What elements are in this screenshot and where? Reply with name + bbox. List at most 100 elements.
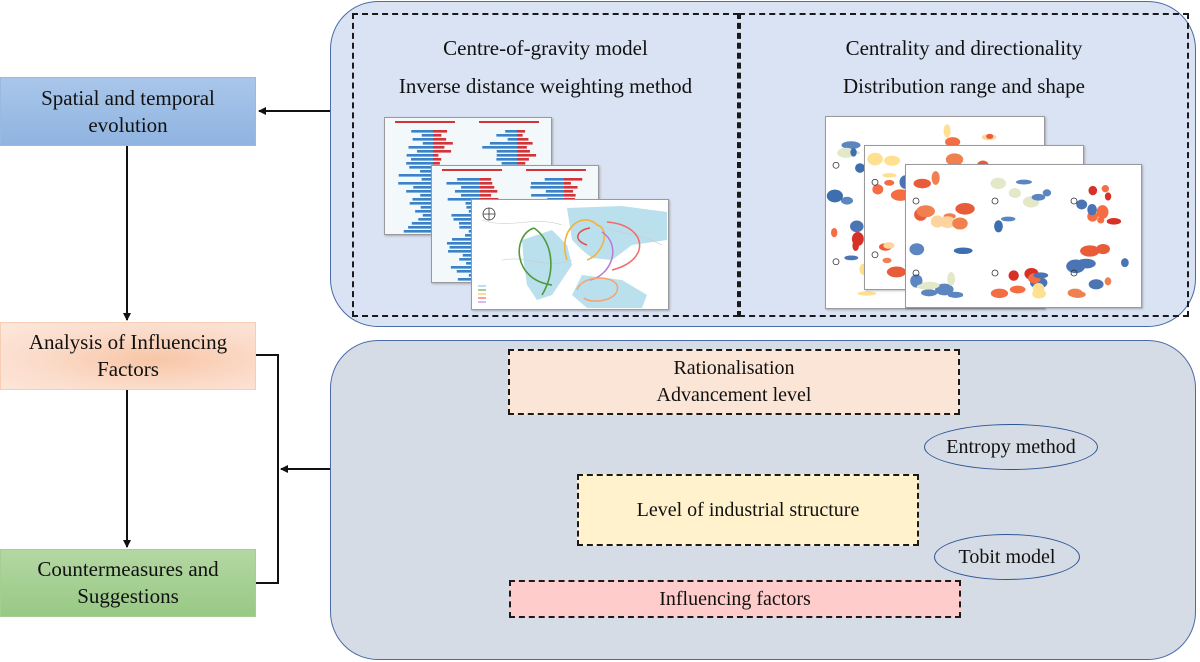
bar-blue <box>398 174 433 177</box>
bar-blue <box>418 218 433 221</box>
map-region <box>947 291 964 298</box>
map-region <box>883 242 895 249</box>
map-region <box>1101 185 1110 193</box>
bar-blue <box>408 146 433 149</box>
compass-icon <box>832 161 840 169</box>
bar-blue <box>447 198 480 201</box>
map-region <box>1121 258 1129 268</box>
map-region <box>855 163 865 173</box>
migration-path <box>518 227 553 286</box>
map-region <box>841 141 861 150</box>
process-level-industrial-structure: Level of industrial structure <box>577 474 919 546</box>
map-region <box>939 216 956 228</box>
stage-spatial-temporal-evolution: Spatial and temporal evolution <box>0 77 256 146</box>
map-region <box>994 220 1003 233</box>
migration-map-thumbnail <box>471 199 669 310</box>
bar-red <box>433 154 439 157</box>
bar-red <box>564 186 578 189</box>
migration-map-graphic <box>472 200 668 309</box>
migration-path <box>533 227 552 296</box>
bar-red <box>564 178 583 181</box>
bar-red <box>433 158 442 161</box>
method-tobit: Tobit model <box>934 534 1080 580</box>
map-region <box>935 283 954 296</box>
bar-red <box>517 158 529 161</box>
bar-blue <box>482 146 517 149</box>
bar-blue <box>411 158 433 161</box>
map-region <box>1015 179 1032 185</box>
map-region <box>952 217 968 230</box>
stage-label: Spatial and temporal evolution <box>41 85 215 137</box>
migration-path <box>606 221 641 271</box>
bar-blue <box>420 194 433 197</box>
bar-blue <box>456 270 480 273</box>
migration-path <box>564 219 598 261</box>
map-region <box>1000 216 1016 222</box>
bar-red <box>480 178 492 181</box>
map-region <box>831 227 838 238</box>
bar-red <box>517 138 529 141</box>
bar-blue <box>496 154 517 157</box>
compass-icon <box>1070 197 1078 205</box>
map-region <box>947 271 956 286</box>
bar-red <box>517 130 526 133</box>
bar-red <box>564 190 574 193</box>
method-entropy: Entropy method <box>924 424 1098 470</box>
compass-icon <box>912 197 920 205</box>
bar-blue <box>459 258 480 261</box>
map-region <box>1096 205 1109 219</box>
bar-blue <box>448 250 480 253</box>
bar-red <box>480 182 493 185</box>
bar-blue <box>412 198 433 201</box>
group-title-line2: Distribution range and shape <box>842 74 1086 98</box>
bar-blue <box>409 202 433 205</box>
map-region <box>1009 285 1026 294</box>
bar-blue <box>501 162 517 165</box>
map-region <box>884 179 895 186</box>
map-region <box>1031 193 1046 201</box>
bar-blue <box>420 170 433 173</box>
bar-blue <box>413 186 433 189</box>
bar-blue <box>505 130 517 133</box>
bar-blue <box>461 194 480 197</box>
bar-blue <box>452 238 480 241</box>
map-region <box>1076 199 1088 210</box>
bar-blue <box>408 226 433 229</box>
bar-blue <box>422 142 433 145</box>
bar-blue <box>409 166 433 169</box>
group-title-line1: Centrality and directionality <box>845 36 1083 60</box>
map-region <box>826 189 843 203</box>
bar-blue <box>406 154 433 157</box>
map-region <box>1104 192 1112 201</box>
map-region <box>872 184 884 195</box>
map-region <box>840 196 854 205</box>
map-region <box>1087 203 1097 216</box>
process-label: Influencing factors <box>659 587 811 610</box>
map-region <box>882 173 897 178</box>
bar-blue <box>461 186 480 189</box>
bar-blue <box>496 134 517 137</box>
map-region <box>955 203 975 215</box>
compass-icon <box>871 178 879 186</box>
bar-blue <box>411 130 433 133</box>
map-region <box>1106 217 1122 225</box>
bar-blue <box>406 190 433 193</box>
bar-blue <box>531 194 564 197</box>
map-region <box>990 177 1007 190</box>
bar-blue <box>544 178 564 181</box>
bar-red <box>433 138 447 141</box>
bar-red <box>433 142 453 145</box>
map-region <box>572 275 647 308</box>
bar-red <box>480 194 492 197</box>
map-region <box>1088 185 1098 196</box>
bar-red <box>433 150 452 153</box>
map-region <box>850 220 864 233</box>
choropleth-map-graphic <box>906 165 1141 307</box>
bar-red <box>517 134 523 137</box>
bar-blue <box>421 134 433 137</box>
map-region <box>945 153 964 166</box>
map-region <box>1011 188 1019 194</box>
bar-blue <box>415 210 433 213</box>
method-label: Tobit model <box>958 545 1056 568</box>
process-label: Level of industrial structure <box>636 498 860 521</box>
